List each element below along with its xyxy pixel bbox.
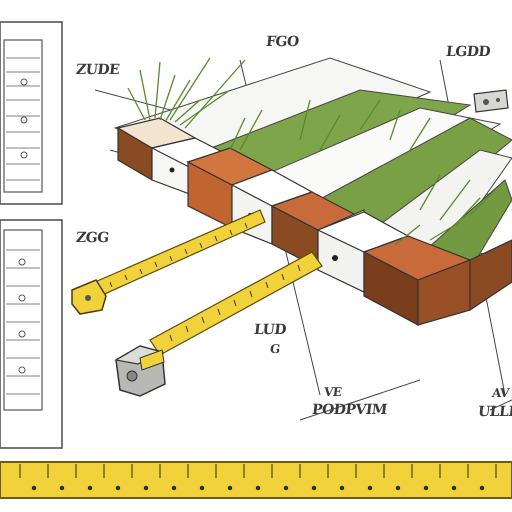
label-top-right: LGDD — [445, 44, 491, 60]
label-left-mid: ZGG — [75, 230, 110, 246]
label-bottom-center-b: PODPVIM — [311, 402, 388, 418]
grass-tuft-icon — [127, 57, 496, 246]
label-bottom-right-a: AV — [491, 386, 510, 400]
level-tool-icon — [473, 89, 509, 113]
label-bottom-right-b: ULLD — [477, 404, 512, 420]
left-panel-lower — [0, 219, 63, 449]
label-left-upper: ZUDE — [75, 62, 121, 78]
label-center-small: G — [269, 342, 281, 356]
label-center-bottom: LUD — [253, 322, 287, 338]
edge-blocks — [116, 117, 512, 327]
left-panel-upper — [0, 21, 63, 205]
label-bottom-center-a: VE — [323, 385, 343, 399]
label-top-center: FGO — [265, 34, 300, 50]
tape-measure-icon — [114, 251, 323, 397]
tape-measure-icon — [71, 209, 266, 315]
